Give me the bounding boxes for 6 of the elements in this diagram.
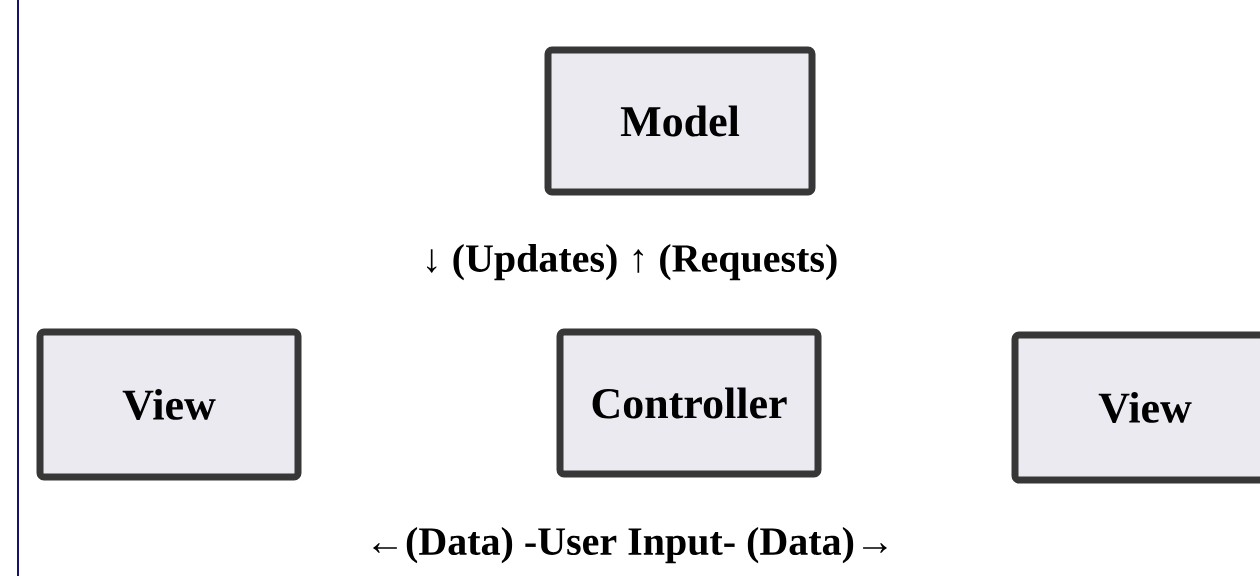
process-box: View	[1011, 331, 1260, 484]
process-box: Controller	[556, 328, 822, 478]
arrow-caption: ←(Data) -User Input- (Data)→	[373, 526, 887, 564]
arrow-caption: ↓ (Updates) ↑ (Requests)	[427, 243, 837, 281]
process-box: View	[36, 328, 302, 481]
process-box: Model	[544, 46, 816, 196]
